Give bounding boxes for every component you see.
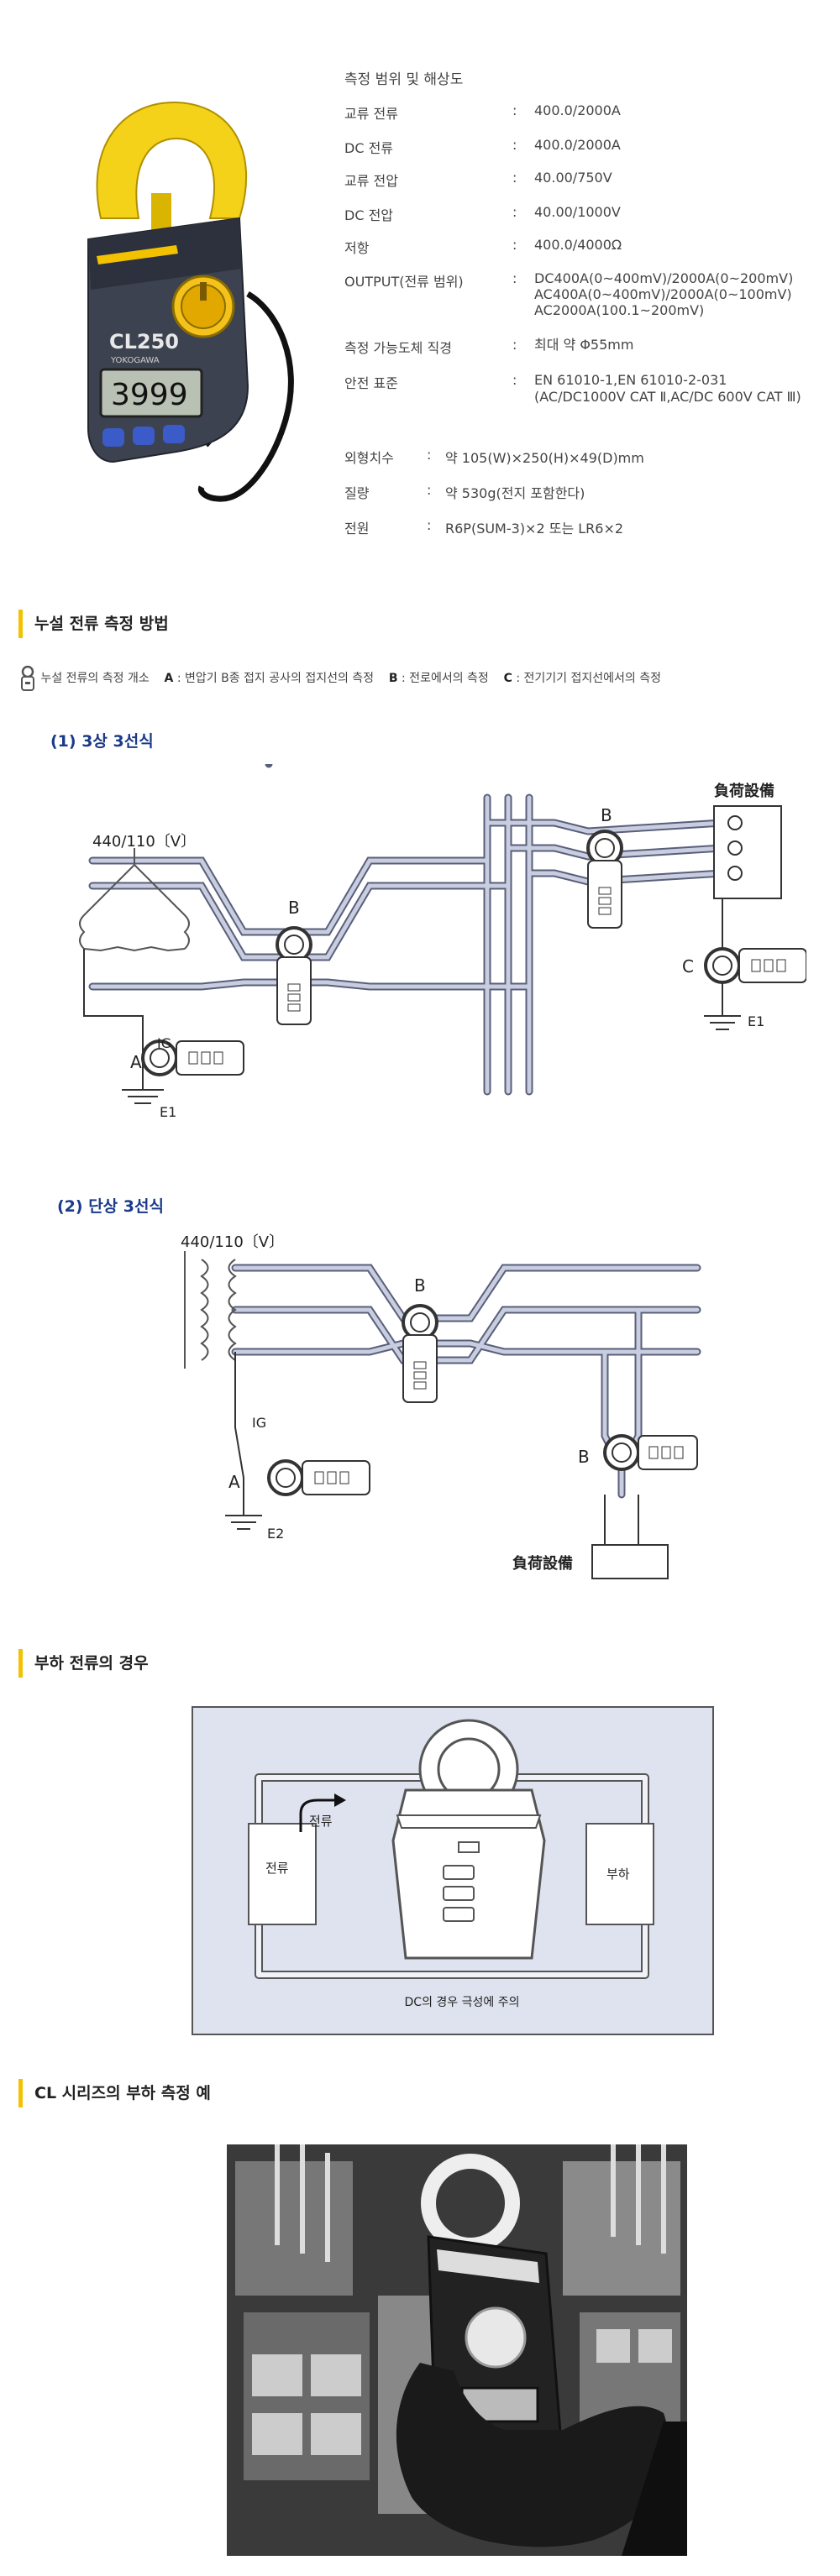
d1-label-a: A (130, 1052, 142, 1072)
spec-colon: : (512, 137, 517, 153)
spec-colon: : (512, 372, 517, 388)
diagram-three-phase: 440/110〔V〕 A IG E1 B B 負荷設備 C E1 (79, 764, 806, 1120)
d1-voltage: 440/110〔V〕 (92, 833, 196, 851)
spec-value: 400.0/4000Ω (534, 237, 622, 253)
spec-label: OUTPUT(전류 범위) (344, 274, 464, 290)
d2-label-a: A (228, 1472, 240, 1492)
spec2-value: R6P(SUM-3)×2 또는 LR6×2 (445, 521, 624, 537)
spec2-colon: : (427, 517, 432, 533)
device-maker: YOKOGAWA (110, 356, 160, 365)
d2-e2: E2 (267, 1526, 284, 1542)
legend-text-b: : 전로에서의 측정 (402, 672, 489, 685)
d2-ig: IG (252, 1415, 266, 1431)
legend-key-b: B (388, 672, 398, 685)
spec2-value: 약 105(W)×250(H)×49(D)mm (445, 450, 644, 466)
spec2-label: 외형치수 (344, 450, 394, 466)
spec-value: 최대 약 Φ55mm (534, 337, 634, 353)
specs-title: 측정 범위 및 해상도 (344, 71, 464, 88)
d1-e1-a: E1 (160, 1104, 176, 1120)
spec-value: 400.0/2000A (534, 137, 621, 153)
d1-label-b1: B (288, 898, 300, 918)
section-heading-example: CL 시리즈의 부하 측정 예 (18, 2079, 211, 2107)
device-display: 3999 (111, 378, 188, 412)
spec-value: (AC/DC1000V CAT Ⅱ,AC/DC 600V CAT Ⅲ) (534, 389, 801, 405)
d2-label-b1: B (414, 1275, 426, 1296)
spec-label: 측정 가능도체 직경 (344, 340, 452, 356)
spec-value: 40.00/1000V (534, 204, 621, 220)
clamp-meter-image: CL250 YOKOGAWA 3999 (87, 101, 294, 502)
spec-value: 400.0/2000A (534, 102, 621, 118)
spec-colon: : (512, 170, 517, 186)
section-heading-leak: 누설 전류 측정 방법 (18, 610, 169, 638)
load-current-diagram: 전류 부하 전류 DC의 경우 극성에 주의 (192, 1706, 714, 2035)
spec2-label: 전원 (344, 521, 370, 537)
legend-text-c: : 전기기기 접지선에서의 측정 (516, 672, 661, 685)
spec-colon: : (512, 337, 517, 353)
spec-label: 안전 표준 (344, 375, 398, 391)
example-photo (227, 2144, 687, 2556)
spec2-colon: : (427, 482, 432, 498)
spec-value: AC400A(0~400mV)/2000A(0~100mV) (534, 286, 792, 302)
spec-value: 40.00/750V (534, 170, 612, 186)
clamp-icon (21, 665, 34, 691)
d2-load: 負荷設備 (512, 1554, 573, 1573)
legend-key-c: C (503, 672, 512, 685)
legend-intro: 누설 전류의 측정 개소 (40, 672, 150, 685)
spec-label: 교류 전류 (344, 106, 398, 122)
diagram-single-phase: 440/110〔V〕 A IG E2 B B 負荷設備 (181, 1233, 701, 1579)
section-heading-load: 부하 전류의 경우 (18, 1649, 149, 1678)
spec-value: DC400A(0~400mV)/2000A(0~200mV) (534, 270, 794, 286)
diagram1-title: (1) 3상 3선식 (50, 732, 154, 751)
d1-e1-b: E1 (748, 1013, 764, 1029)
transformer-coil (184, 1251, 237, 1369)
d1-ig: IG (157, 1035, 171, 1051)
spec-colon: : (512, 102, 517, 118)
spec-label: DC 전류 (344, 140, 394, 156)
spec2-value: 약 530g(전지 포함한다) (445, 485, 585, 501)
spec-label: 저항 (344, 240, 370, 256)
spec2-colon: : (427, 447, 432, 463)
spec-value: AC2000A(100.1~200mV) (534, 302, 705, 318)
leak-legend: 누설 전류의 측정 개소 A : 변압기 B종 접지 공사의 접지선의 측정 B… (18, 665, 661, 692)
load-source-label: 전류 (265, 1861, 289, 1876)
load-arrow-label: 전류 (309, 1814, 333, 1829)
spec-label: 교류 전압 (344, 173, 398, 189)
d2-label-b2: B (578, 1447, 590, 1467)
d1-label-b2: B (601, 805, 612, 825)
transformer-delta (79, 848, 190, 952)
d1-label-c: C (682, 956, 694, 976)
spec-colon: : (512, 270, 517, 286)
legend-key-a: A (164, 672, 174, 685)
spec-label: DC 전압 (344, 207, 394, 223)
spec-colon: : (512, 204, 517, 220)
legend-text-a: : 변압기 B종 접지 공사의 접지선의 측정 (176, 672, 375, 685)
diagram2-title: (2) 단상 3선식 (57, 1197, 164, 1216)
load-note: DC의 경우 극성에 주의 (405, 1996, 520, 2009)
load-load-label: 부하 (606, 1867, 630, 1882)
spec-value: EN 61010-1,EN 61010-2-031 (534, 372, 727, 388)
d1-load: 負荷設備 (714, 782, 774, 800)
spec2-label: 질량 (344, 485, 370, 501)
device-brand: CL250 (109, 330, 179, 353)
d2-voltage: 440/110〔V〕 (181, 1233, 284, 1251)
spec-colon: : (512, 237, 517, 253)
